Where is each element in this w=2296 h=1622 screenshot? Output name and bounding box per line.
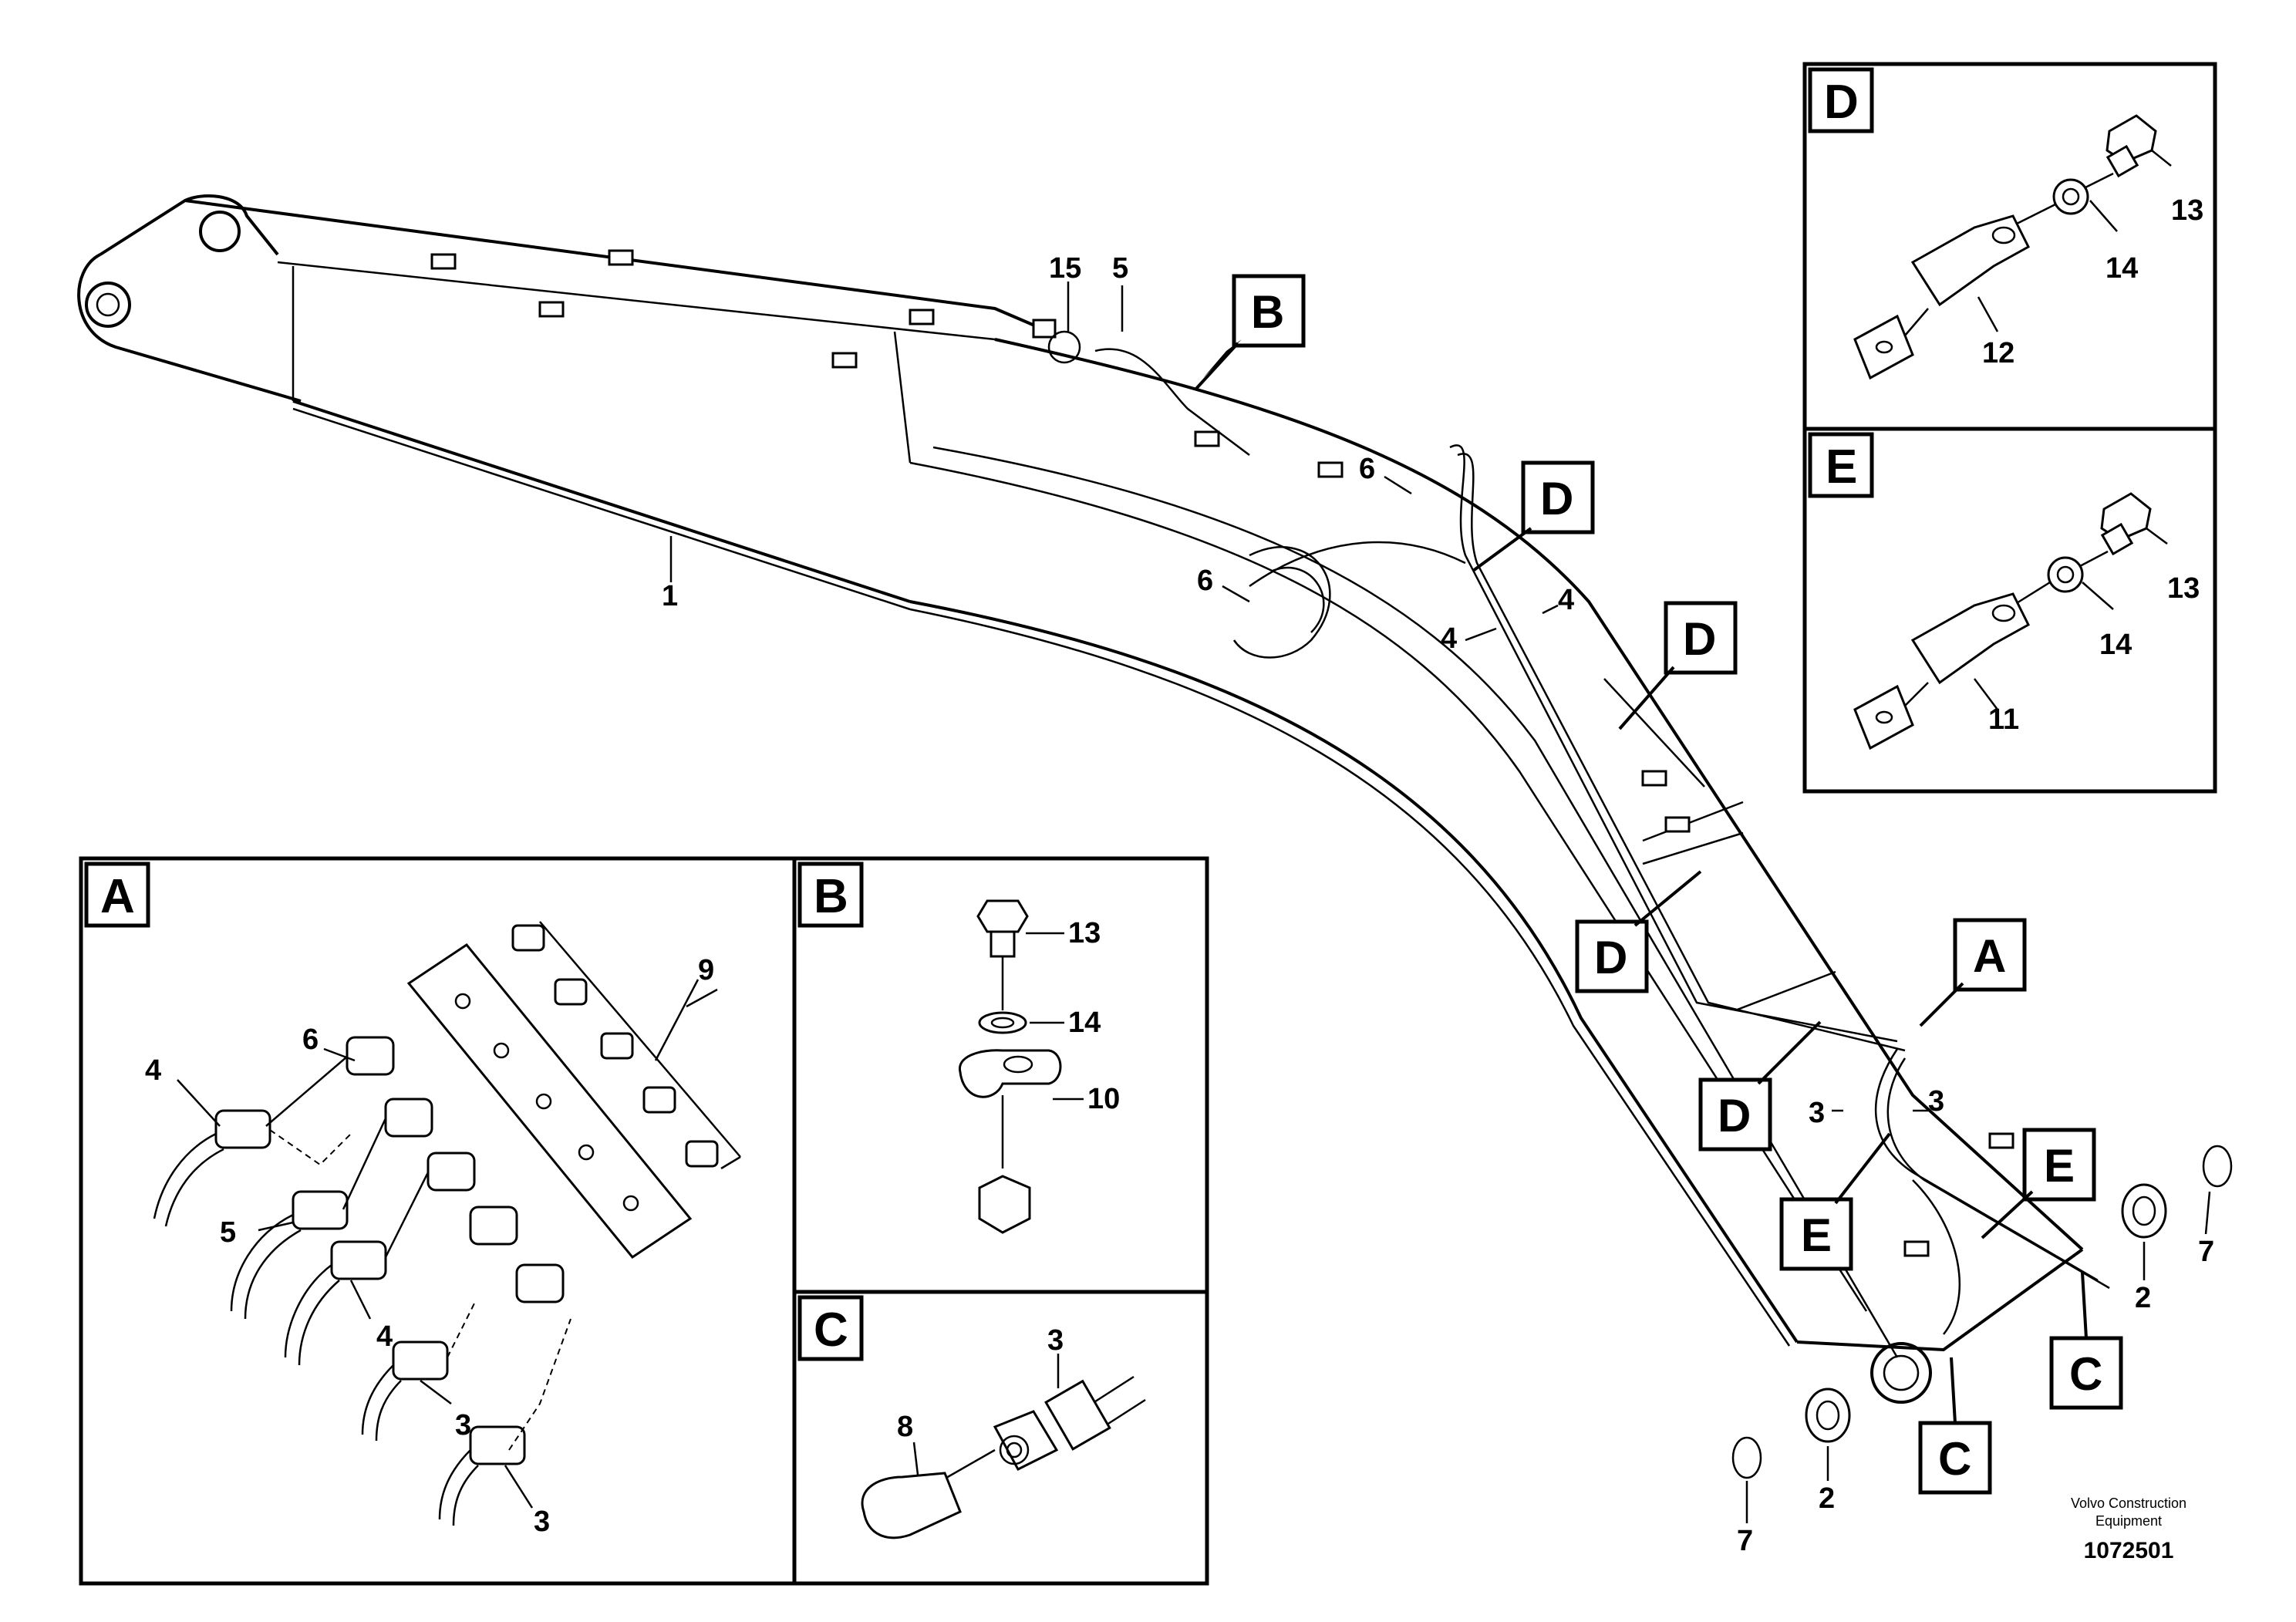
view-marker-a: A [1973,930,2006,982]
inset-c [792,1290,1209,1586]
view-marker-d-4: D [1718,1090,1751,1141]
callout-3-left: 3 [1809,1097,1825,1129]
inset-b-callout-14: 14 [1068,1007,1101,1039]
inset-b-callout-13: 13 [1068,917,1101,949]
view-marker-e-2: E [1801,1209,1832,1261]
footer-doc-number: 1072501 [2084,1538,2174,1563]
view-marker-d-3: D [1594,932,1627,983]
footer-company-line-2: Equipment [2095,1513,2162,1529]
callout-1: 1 [662,580,678,612]
inset-e-title: E [1826,440,1857,494]
inset-c-callout-3: 3 [1047,1324,1064,1357]
main-leaders [669,282,2211,1523]
inset-d-title: D [1824,76,1859,129]
inset-d-callout-12: 12 [1982,337,2014,369]
view-marker-c-1: C [2069,1348,2102,1400]
view-marker-d-2: D [1683,613,1716,665]
inset-e [1802,427,2217,794]
inset-a-title: A [100,870,135,923]
footer-company-line-1: Volvo Construction [2071,1496,2186,1511]
inset-a-callout-3-upper: 3 [455,1409,471,1442]
callout-2-right: 2 [2135,1282,2151,1314]
callout-6-upper: 6 [1359,453,1375,485]
view-markers [1194,274,2123,1495]
inset-b-callout-10: 10 [1087,1083,1120,1115]
callout-4-left: 4 [1441,622,1457,655]
inset-e-callout-14: 14 [2099,629,2132,661]
inset-d-callout-14: 14 [2106,252,2138,285]
callout-4-right: 4 [1558,584,1574,616]
callout-15: 15 [1049,252,1081,285]
callout-7-right: 7 [2198,1236,2214,1268]
inset-a-callout-9: 9 [698,954,714,986]
view-marker-c-2: C [1938,1433,1971,1485]
inset-e-callout-11: 11 [1988,703,2019,736]
boom-assembly [77,194,2233,1479]
inset-a [79,856,797,1586]
view-marker-e-1: E [2044,1140,2075,1192]
callout-2-left: 2 [1819,1482,1835,1515]
inset-a-callout-3-lower: 3 [534,1506,550,1538]
inset-d [1802,62,2217,431]
inset-a-callout-6: 6 [302,1023,319,1056]
callout-6-lower: 6 [1197,565,1213,597]
callout-3-right: 3 [1928,1085,1944,1118]
view-marker-b: B [1251,286,1284,338]
inset-a-callout-4-lower: 4 [376,1320,393,1353]
callout-5: 5 [1112,252,1128,285]
inset-a-callout-4-upper: 4 [145,1054,161,1087]
inset-c-title: C [814,1303,848,1357]
view-marker-d-1: D [1540,473,1573,524]
inset-e-callout-13: 13 [2167,572,2200,605]
inset-a-callout-5: 5 [220,1216,236,1249]
inset-c-callout-8: 8 [897,1411,913,1443]
inset-d-callout-13: 13 [2171,194,2203,227]
inset-b-title: B [814,870,848,923]
inset-b [792,856,1209,1294]
callout-7-left: 7 [1737,1525,1753,1557]
